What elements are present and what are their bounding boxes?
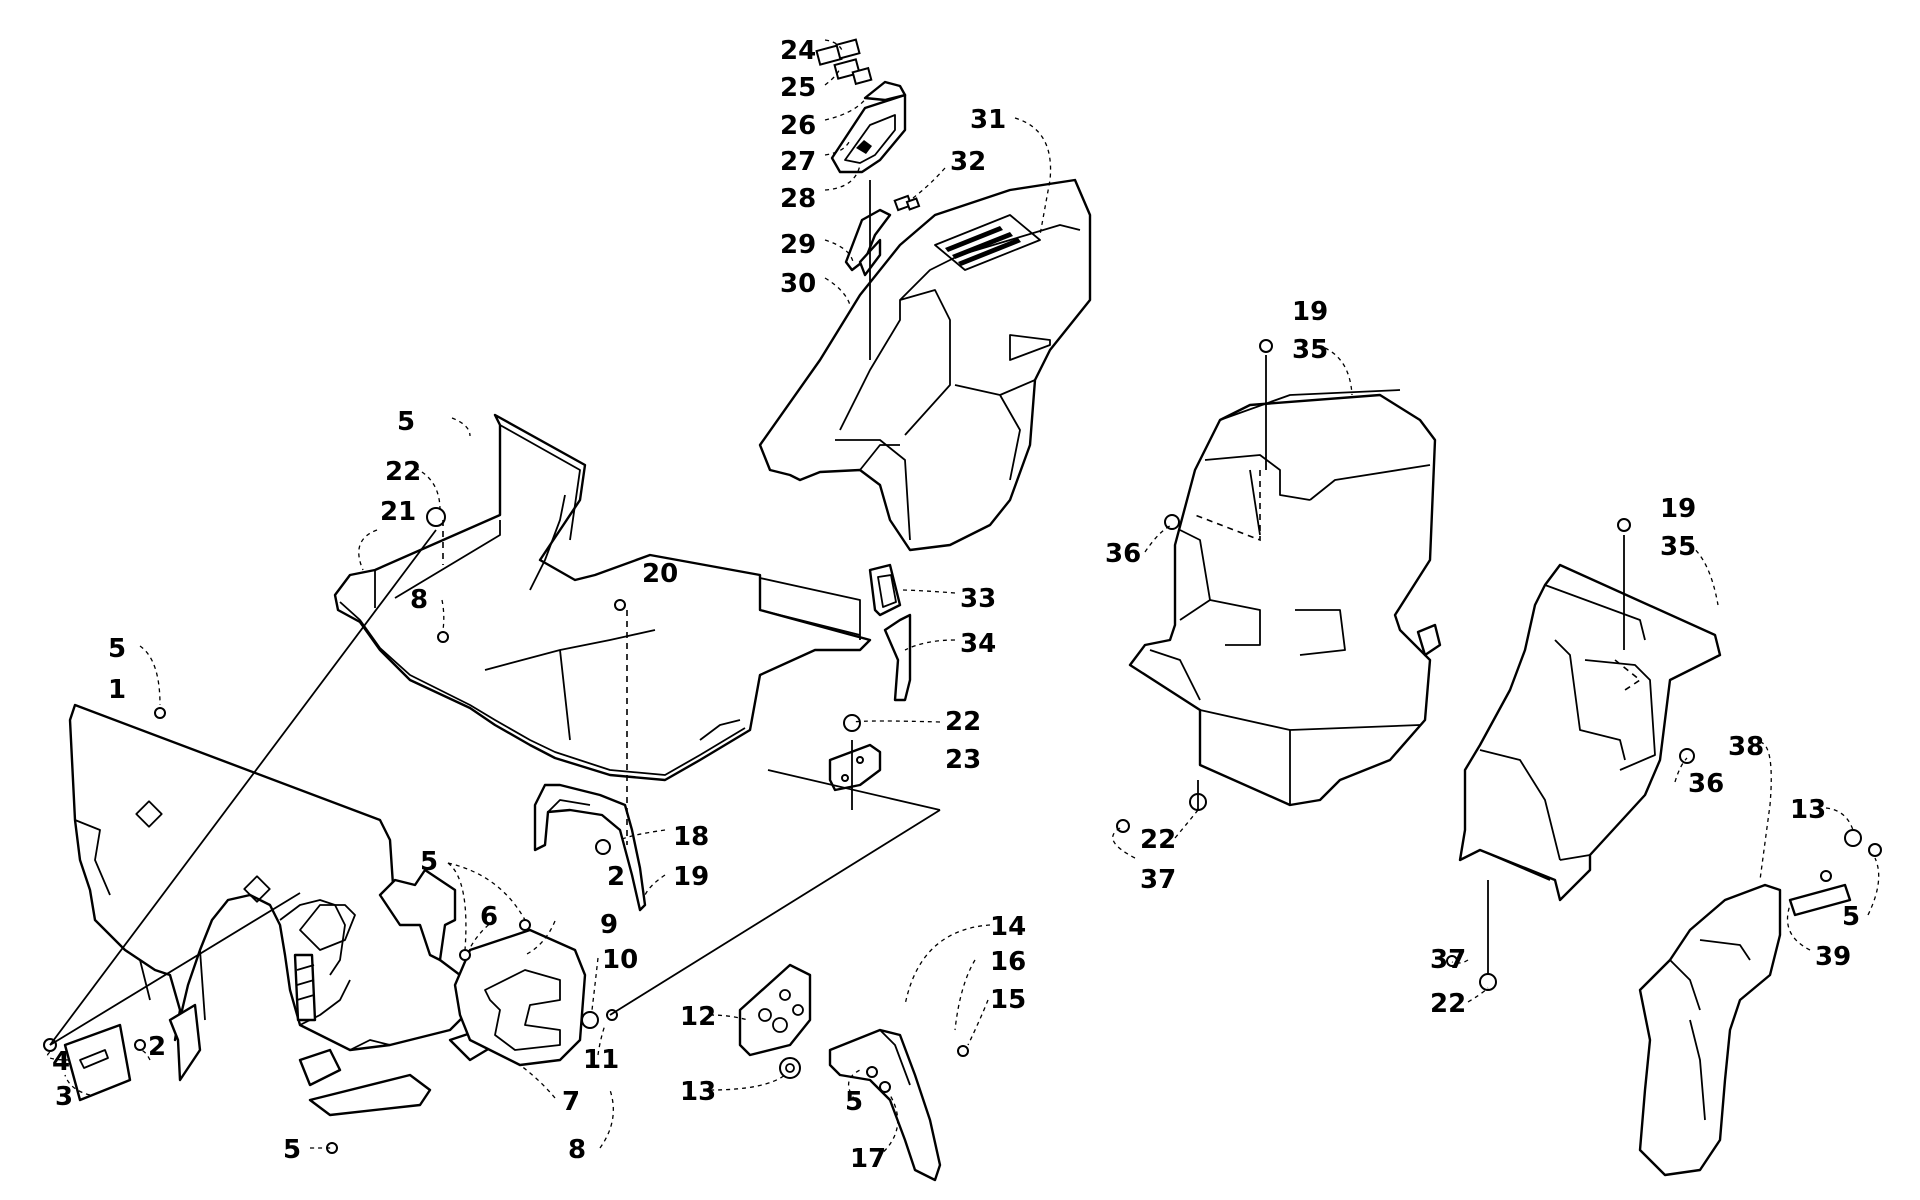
callout-24: 24 xyxy=(780,36,816,66)
heat-shield-12 xyxy=(738,963,812,1057)
callout-12: 12 xyxy=(680,1002,716,1032)
callout-35-tank-a: 35 xyxy=(1292,335,1328,365)
callout-34: 34 xyxy=(960,629,996,659)
leader-lines xyxy=(46,39,1880,1158)
shift-bezel xyxy=(830,93,907,174)
callout-10: 10 xyxy=(602,945,638,975)
console-cover xyxy=(758,178,1092,552)
callout-5-lower: 5 xyxy=(283,1135,301,1165)
callout-8-floor: 8 xyxy=(410,585,428,615)
callout-16: 16 xyxy=(990,947,1026,977)
callout-5-flap: 5 xyxy=(845,1087,863,1117)
side-guard-38 xyxy=(1638,883,1782,1177)
bracket-18 xyxy=(533,783,647,912)
callout-18: 18 xyxy=(673,822,709,852)
fasteners xyxy=(43,339,1882,1154)
trim-strip-34 xyxy=(883,613,912,702)
callout-6: 6 xyxy=(480,902,498,932)
callout-37-tank-b: 37 xyxy=(1430,945,1466,975)
callout-13-shield: 13 xyxy=(680,1077,716,1107)
callout-13-guard: 13 xyxy=(1790,795,1826,825)
callout-38: 38 xyxy=(1728,732,1764,762)
bracket-small-2 xyxy=(168,1003,202,1082)
callout-35-tank-b: 35 xyxy=(1660,532,1696,562)
callout-25: 25 xyxy=(780,73,816,103)
callout-22-floor: 22 xyxy=(385,457,421,487)
callout-5-guard: 5 xyxy=(1842,902,1860,932)
bracket-33 xyxy=(868,563,902,617)
callout-39: 39 xyxy=(1815,942,1851,972)
callout-19-bracket: 19 xyxy=(673,862,709,892)
callout-8-deflector: 8 xyxy=(568,1135,586,1165)
callout-36-tank-a: 36 xyxy=(1105,539,1141,569)
callout-15: 15 xyxy=(990,985,1026,1015)
callout-11: 11 xyxy=(583,1045,619,1075)
callout-19-tank-b: 19 xyxy=(1660,494,1696,524)
callout-32: 32 xyxy=(950,147,986,177)
tank-cover-lower xyxy=(1458,563,1722,902)
callout-20: 20 xyxy=(642,559,678,589)
callout-36-tank-b: 36 xyxy=(1688,769,1724,799)
callout-23: 23 xyxy=(945,745,981,775)
callout-7: 7 xyxy=(562,1087,580,1117)
callout-5-panel: 5 xyxy=(108,634,126,664)
mud-flap-14 xyxy=(828,1028,942,1182)
side-panel-left xyxy=(68,703,497,1087)
side-panel-flange xyxy=(378,868,457,962)
callout-labels: 24 25 26 27 28 29 30 31 32 33 34 5 22 21… xyxy=(52,36,1860,1174)
callout-9: 9 xyxy=(600,910,618,940)
lower-bracket xyxy=(308,1073,432,1117)
warning-decal xyxy=(934,214,1041,271)
callout-4: 4 xyxy=(52,1047,70,1077)
floor-pan xyxy=(333,413,872,782)
grommet-13 xyxy=(779,1057,801,1079)
callout-26: 26 xyxy=(780,111,816,141)
assembly-lines xyxy=(49,355,1625,1046)
callout-30: 30 xyxy=(780,269,816,299)
deflector-7 xyxy=(453,928,587,1067)
callout-22-tank-a: 22 xyxy=(1140,825,1176,855)
callout-2-bracket: 2 xyxy=(607,862,625,892)
callout-31: 31 xyxy=(970,105,1006,135)
callout-17: 17 xyxy=(850,1144,886,1174)
access-panel-3 xyxy=(63,1023,132,1102)
callout-5-floor: 5 xyxy=(397,407,415,437)
callout-3: 3 xyxy=(55,1082,73,1112)
callout-33: 33 xyxy=(960,584,996,614)
indicator-lights xyxy=(815,38,873,86)
callout-37-tank-a: 37 xyxy=(1140,865,1176,895)
callout-19-tank-a: 19 xyxy=(1292,297,1328,327)
bracket-39 xyxy=(1788,883,1852,917)
callout-27: 27 xyxy=(780,147,816,177)
callout-28: 28 xyxy=(780,184,816,214)
callout-21: 21 xyxy=(380,497,416,527)
callout-1: 1 xyxy=(108,675,126,705)
callout-22-tank-b: 22 xyxy=(1430,989,1466,1019)
tank-cover-upper xyxy=(1128,389,1442,807)
shift-gate-plate xyxy=(863,80,907,102)
callout-2-panel: 2 xyxy=(148,1032,166,1062)
callout-14: 14 xyxy=(990,912,1026,942)
callout-5-flange: 5 xyxy=(420,847,438,877)
mount-plate-23 xyxy=(828,743,882,792)
small-clip-32 xyxy=(893,194,921,212)
callout-22-plate: 22 xyxy=(945,707,981,737)
callout-29: 29 xyxy=(780,230,816,260)
